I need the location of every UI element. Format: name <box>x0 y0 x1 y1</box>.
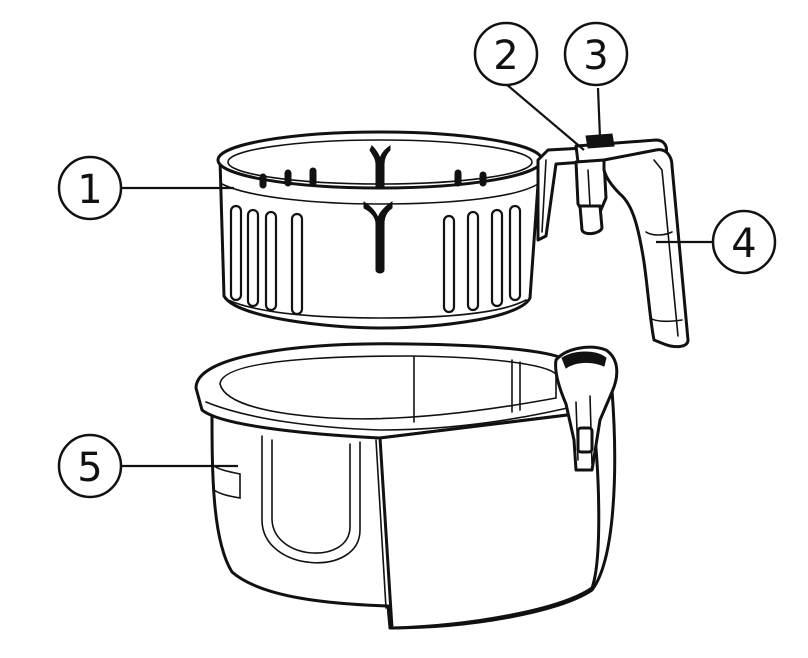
callout-2: 2 <box>473 21 539 87</box>
callout-4-label: 4 <box>731 221 756 267</box>
inner-basket <box>216 130 544 330</box>
callout-5-label: 5 <box>77 445 102 491</box>
callout-1: 1 <box>57 155 123 221</box>
callout-2-label: 2 <box>493 33 518 79</box>
outer-pot <box>194 342 619 630</box>
leader-lines <box>122 83 712 468</box>
callout-5: 5 <box>57 433 123 499</box>
callout-4: 4 <box>711 209 777 275</box>
callout-3-label: 3 <box>583 33 608 79</box>
basket-handle <box>536 133 690 349</box>
callout-3: 3 <box>563 21 629 87</box>
leader-3 <box>596 87 602 139</box>
callout-1-label: 1 <box>77 167 102 213</box>
leader-2 <box>505 83 585 151</box>
